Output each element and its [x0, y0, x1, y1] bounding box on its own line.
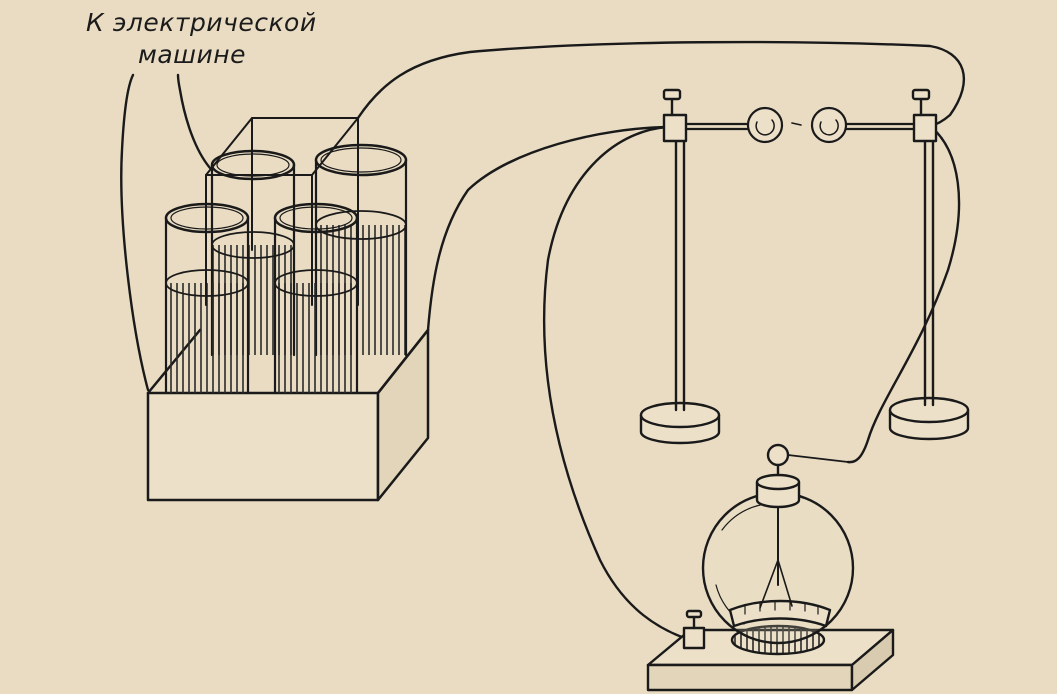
wire-right-stand-to-electroscope: [846, 124, 961, 464]
leyden-jar-battery: [146, 117, 430, 502]
wire-left-stand-to-electroscope: [542, 125, 692, 642]
electroscope: [646, 443, 895, 692]
electroscope-knob: [766, 443, 790, 467]
wire-to-machine-left: [120, 73, 150, 392]
spark-gap: [684, 106, 916, 144]
right-stand: [888, 88, 970, 441]
caption-to-machine-line-1: К электрической: [86, 8, 317, 37]
jar-connector-frame: [205, 117, 359, 306]
caption-to-machine-line-2: машине: [138, 40, 247, 69]
wires: [120, 40, 966, 642]
spark-ball-left: [746, 106, 784, 144]
spark-ball-right: [810, 106, 848, 144]
left-stand: [639, 88, 721, 445]
base-terminal: [682, 609, 706, 650]
wire-to-machine-right: [176, 73, 212, 170]
wire-box-to-left-stand: [426, 125, 670, 332]
wire-top-loop: [356, 40, 966, 128]
